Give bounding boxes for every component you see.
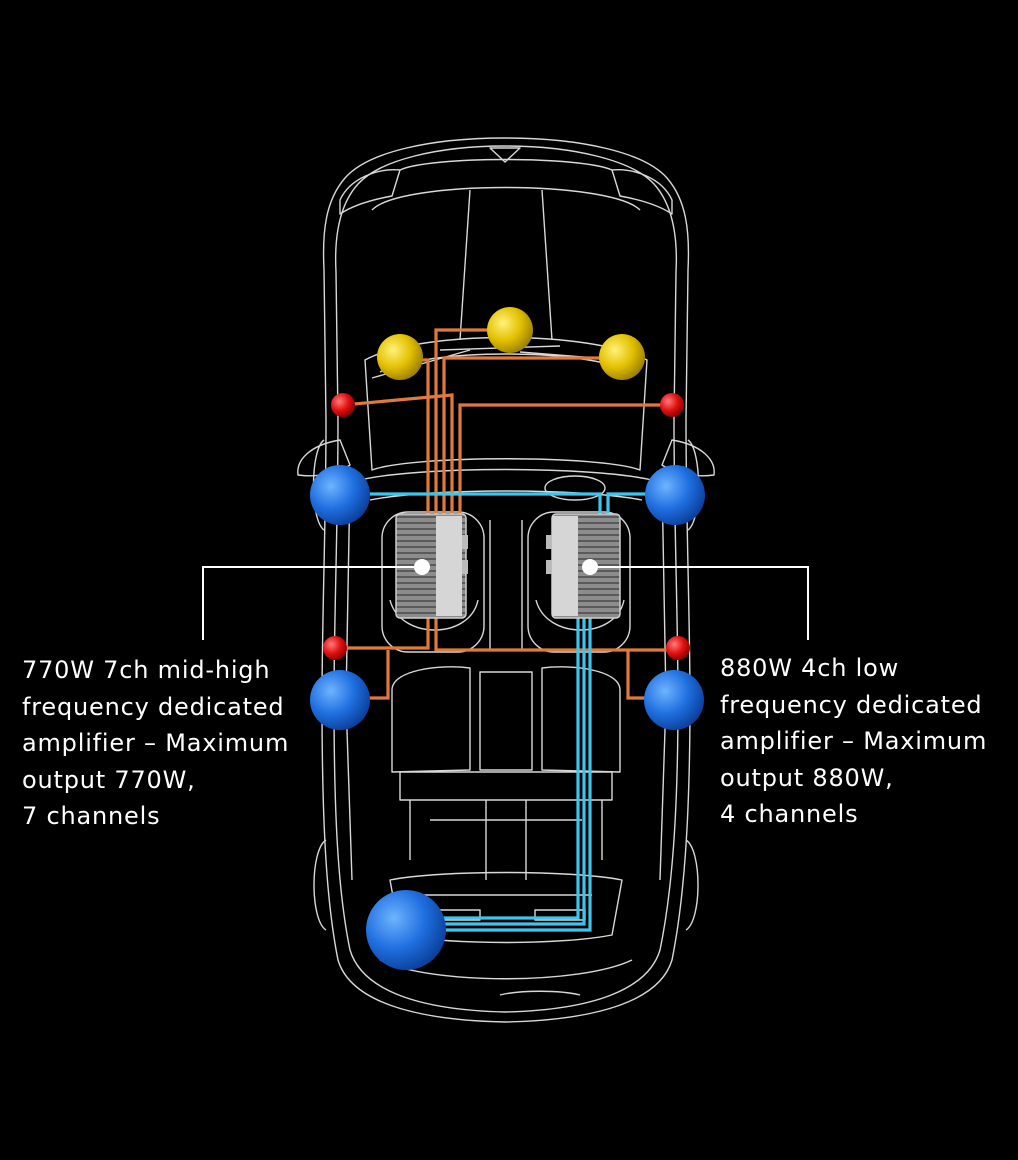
car-outline-icon [297,137,715,1023]
speaker-icon [310,465,370,525]
mid-high-wiring [335,328,678,700]
amplifier-icon [395,513,468,619]
speaker-icon [377,334,423,380]
speaker-icon [644,670,704,730]
right-amplifier-marker [582,559,598,575]
mid-high-amplifier-callout: 770W 7ch mid-high frequency dedicated am… [22,656,290,830]
speaker-icon [487,307,533,353]
speaker-icon [666,636,690,660]
low-frequency-amplifier-callout: 880W 4ch low frequency dedicated amplifi… [720,654,988,828]
speaker-icon [366,890,446,970]
speaker-icon [331,393,355,417]
left-amplifier-marker [414,559,430,575]
callout-lines [202,566,809,640]
speaker-icon [645,465,705,525]
speaker-icon [310,670,370,730]
low-frequency-wiring [340,492,674,932]
speaker-icon [323,636,347,660]
speaker-icon [599,334,645,380]
speaker-icon [660,393,684,417]
